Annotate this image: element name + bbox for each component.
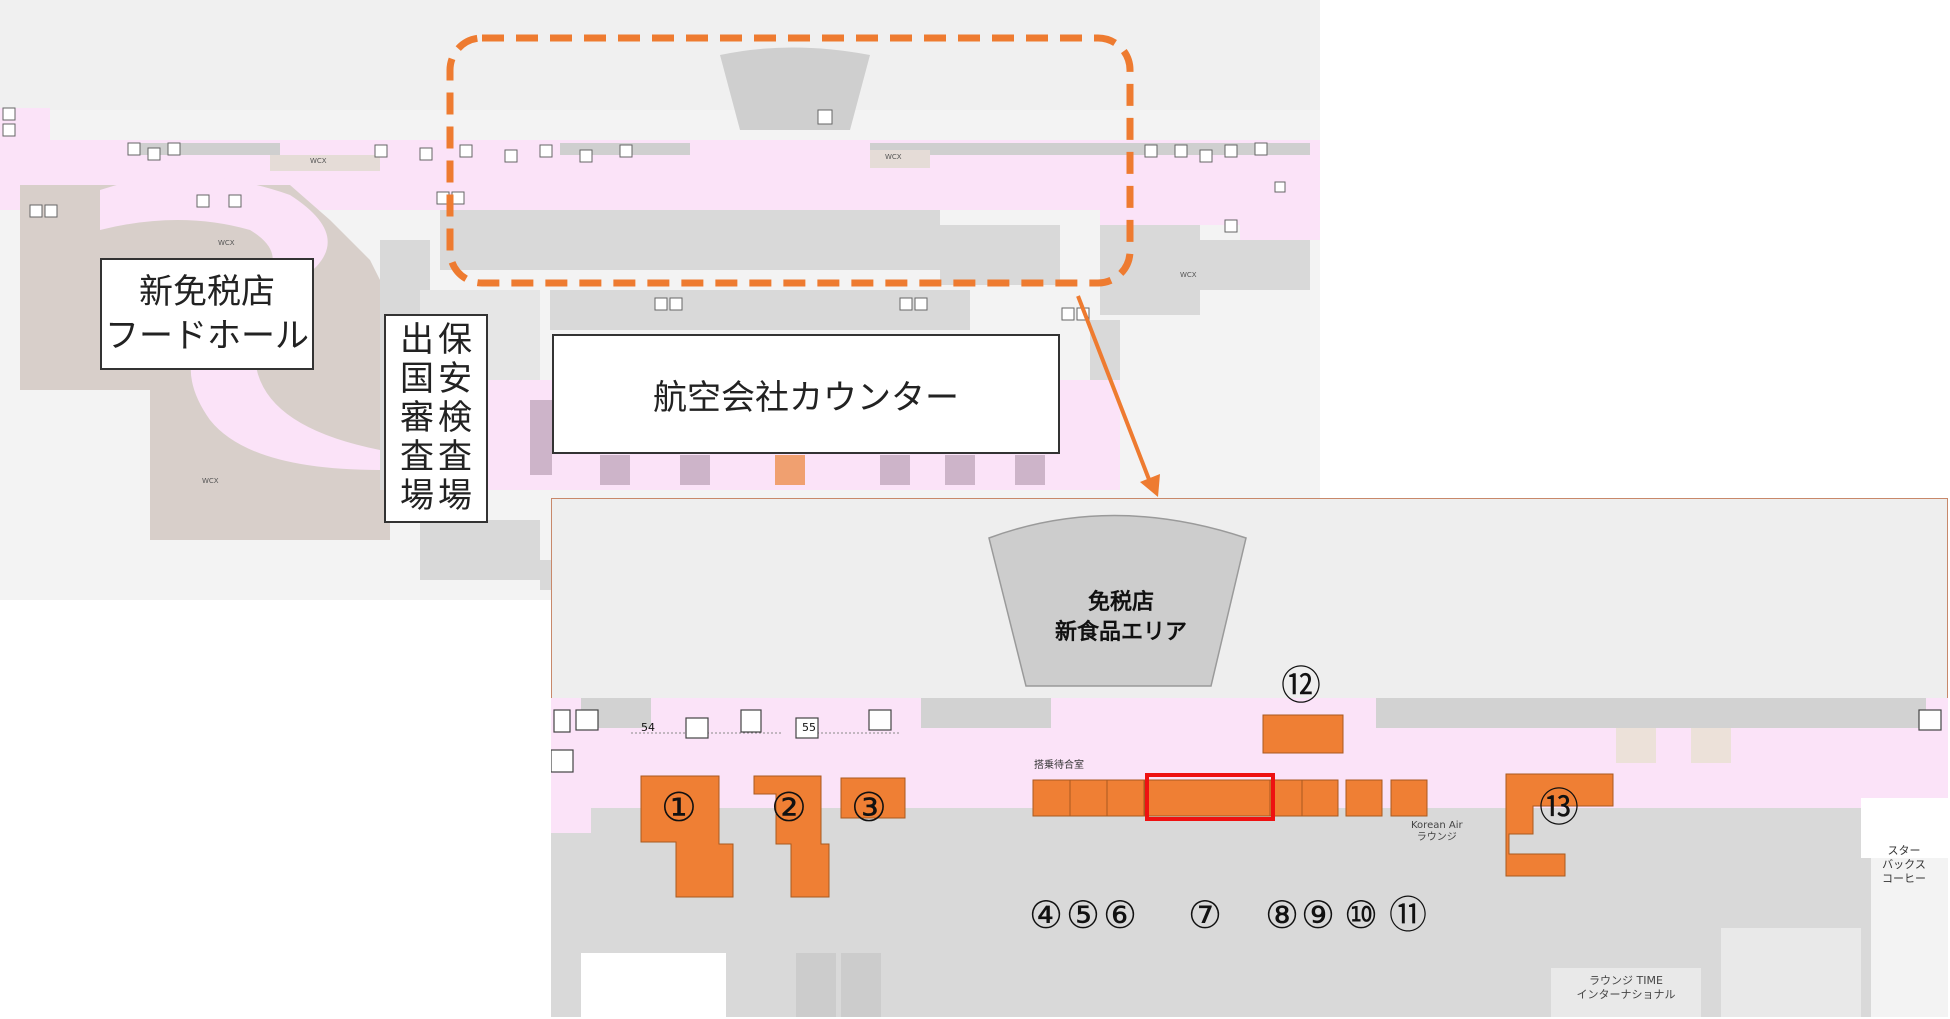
duty-free-area-label: 免税店 新食品エリア (1041, 588, 1201, 648)
wcx-label: WCX (885, 153, 902, 161)
label-line: Korean Air (1411, 820, 1463, 831)
duty-free-food-hall-label: 新免税店 フードホール (100, 258, 314, 370)
label-char: 場 (400, 476, 434, 516)
label-char: 審 (400, 398, 434, 438)
label-line: 新食品エリア (1054, 620, 1187, 645)
shop-marker-1: ① (661, 785, 697, 831)
label-char: 安 (438, 359, 472, 399)
shop-marker-9: ⑨ (1301, 893, 1336, 937)
wcx-label: WCX (218, 239, 235, 247)
label-line: スター (1887, 844, 1921, 857)
wcx-label: WCX (310, 157, 327, 165)
label-line: ラウンジ (1416, 832, 1457, 843)
label-line: 免税店 (1087, 590, 1154, 615)
shop-marker-2: ② (771, 785, 807, 831)
label-line: フードホール (105, 316, 309, 356)
starbucks-label: スター バックス コーヒー (1869, 844, 1939, 886)
wcx-label: WCX (1180, 271, 1197, 279)
shop-marker-3: ③ (851, 785, 887, 831)
label-char: 査 (438, 437, 472, 477)
security-check-label: 保 安 検 査 場 (438, 321, 472, 516)
shop-marker-4: ④ (1029, 893, 1064, 937)
gate-label: 55 (802, 721, 816, 734)
overview-map: WCX WCX WCX WCX WCX 新免税店 フードホール 保 安 検 査 … (0, 0, 1320, 600)
shop-marker-6: ⑥ (1103, 893, 1138, 937)
label-line: バックス (1882, 858, 1926, 871)
gate-label: 54 (641, 721, 655, 734)
label-text: 航空会社カウンター (653, 377, 959, 418)
label-char: 査 (400, 437, 434, 477)
detail-map: 免税店 新食品エリア 54 55 搭乗待合室 Korean Air ラウンジ ラ… (551, 498, 1948, 1017)
label-char: 場 (438, 476, 472, 516)
airline-counter-label: 航空会社カウンター (552, 334, 1060, 454)
waiting-room-label: 搭乗待合室 (1034, 760, 1084, 771)
wcx-label: WCX (202, 477, 219, 485)
shop-marker-10: ⑩ (1344, 893, 1379, 937)
security-immigration-label: 保 安 検 査 場 出 国 審 査 場 (384, 314, 488, 523)
label-char: 検 (438, 398, 472, 438)
shop-marker-11: ⑪ (1389, 893, 1428, 937)
detail-map-graphic (551, 498, 1948, 1017)
label-line: コーヒー (1882, 872, 1926, 885)
shop-marker-13: ⑬ (1539, 785, 1579, 831)
shop-marker-7: ⑦ (1188, 893, 1223, 937)
korean-air-label: Korean Air ラウンジ (1411, 820, 1463, 844)
label-line: 新免税店 (139, 272, 275, 312)
shop-marker-12: ⑫ (1281, 663, 1321, 709)
label-char: 国 (400, 359, 434, 399)
shop-marker-5: ⑤ (1066, 893, 1101, 937)
label-line: ラウンジ TIME (1589, 974, 1663, 987)
immigration-label: 出 国 審 査 場 (400, 321, 434, 516)
label-char: 出 (400, 320, 434, 360)
label-char: 保 (438, 320, 472, 360)
label-line: インターナショナル (1576, 988, 1676, 1001)
shop-marker-8: ⑧ (1265, 893, 1300, 937)
lounge-time-label: ラウンジ TIME インターナショナル (1551, 974, 1701, 1002)
